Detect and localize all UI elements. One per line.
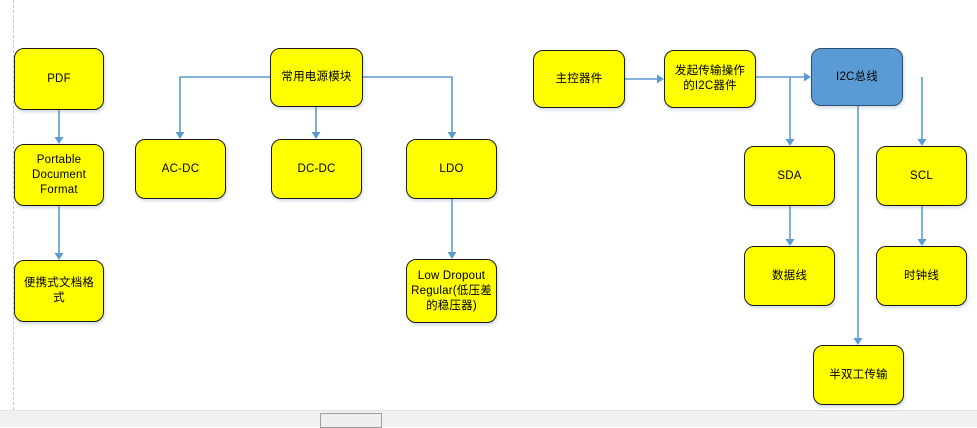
connector-power-modules-to-dc-dc[interactable] bbox=[311, 107, 321, 139]
node-half-duplex[interactable]: 半双工传输 bbox=[813, 345, 904, 405]
node-master-device[interactable]: 主控器件 bbox=[533, 50, 625, 108]
connector-layer bbox=[54, 72, 927, 345]
node-ldo[interactable]: LDO bbox=[406, 139, 497, 199]
connector-i2c-bus-to-sda[interactable] bbox=[785, 77, 795, 146]
node-scl[interactable]: SCL bbox=[876, 146, 967, 206]
arrowhead bbox=[917, 139, 927, 146]
connector-sda-to-data-line[interactable] bbox=[785, 206, 795, 246]
arrowhead bbox=[175, 132, 185, 139]
node-pdf-cn[interactable]: 便携式文档格式 bbox=[14, 260, 104, 322]
arrowhead bbox=[54, 137, 64, 144]
connector-initiator-i2c-to-i2c-bus[interactable] bbox=[756, 72, 811, 82]
connector-pdf-full-to-pdf-cn[interactable] bbox=[54, 206, 64, 260]
connector-master-device-to-initiator-i2c[interactable] bbox=[625, 74, 664, 84]
node-ac-dc[interactable]: AC-DC bbox=[135, 139, 226, 199]
node-dc-dc[interactable]: DC-DC bbox=[271, 139, 362, 199]
connector-i2c-bus-to-half-duplex[interactable] bbox=[853, 106, 863, 345]
node-pdf[interactable]: PDF bbox=[14, 48, 104, 110]
horizontal-scrollbar[interactable] bbox=[0, 410, 977, 428]
connector-power-modules-to-ldo[interactable] bbox=[363, 76, 457, 139]
diagram-canvas[interactable]: PDF Portable Document Format 便携式文档格式 常用电源模块… bbox=[0, 0, 977, 410]
node-ldo-full[interactable]: Low Dropout Regular(低压差 的稳压器) bbox=[406, 259, 497, 323]
page-margin-guide bbox=[13, 0, 14, 410]
arrowhead bbox=[785, 139, 795, 146]
node-i2c-bus[interactable]: I2C总线 bbox=[811, 48, 903, 106]
node-sda[interactable]: SDA bbox=[744, 146, 835, 206]
arrowhead bbox=[917, 239, 927, 246]
arrowhead bbox=[804, 72, 811, 82]
node-pdf-full[interactable]: Portable Document Format bbox=[14, 144, 104, 206]
arrowhead bbox=[853, 338, 863, 345]
node-clock-line[interactable]: 时钟线 bbox=[876, 246, 967, 306]
connector-power-modules-to-ac-dc[interactable] bbox=[175, 76, 271, 139]
arrowhead bbox=[447, 132, 457, 139]
arrowhead bbox=[311, 132, 321, 139]
node-initiator-i2c[interactable]: 发起传输操作 的I2C器件 bbox=[664, 50, 756, 108]
connector-scl-to-clock-line[interactable] bbox=[917, 206, 927, 246]
arrowhead bbox=[785, 239, 795, 246]
arrowhead bbox=[54, 253, 64, 260]
arrowhead bbox=[657, 74, 664, 84]
node-power-modules[interactable]: 常用电源模块 bbox=[270, 48, 363, 107]
connector-i2c-bus-to-scl[interactable] bbox=[917, 77, 927, 146]
node-data-line[interactable]: 数据线 bbox=[744, 246, 835, 306]
connector-ldo-to-ldo-full[interactable] bbox=[447, 199, 457, 259]
arrowhead bbox=[447, 252, 457, 259]
connector-pdf-to-pdf-full[interactable] bbox=[54, 110, 64, 144]
